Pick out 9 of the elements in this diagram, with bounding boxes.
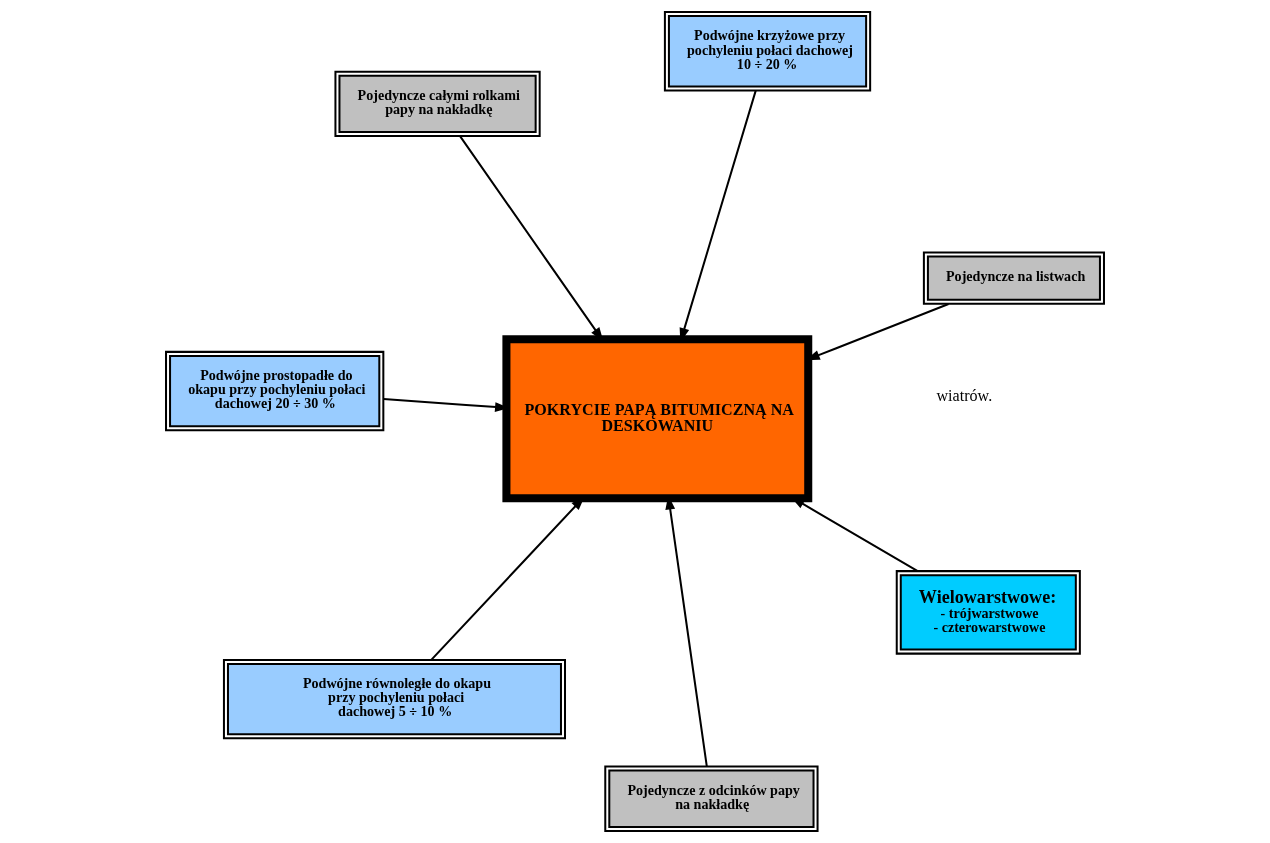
node-box: Wielowarstwowe: - trójwarstwowe - czterowarstwowe (895, 570, 1081, 655)
node-box: Pojedyncze całymi rolkami papy na nakładkę (334, 70, 541, 138)
node-box: Podwójne prostopadłe do okapu przy pochyleniu połaci dachowej 20 ÷ 30 % (165, 350, 385, 432)
node-box: Podwójne krzyżowe przy pochyleniu połaci dachowej 10 ÷ 20 % (663, 11, 872, 92)
node-box: POKRYCIE PAPĄ BITUMICZNĄ NA DESKOWANIU (502, 335, 813, 503)
node-box: Pojedyncze z odcinków papy na nakładkę (604, 765, 819, 832)
node-box: Pojedyncze na listwach (922, 251, 1105, 305)
node-box: Podwójne równoległe do okapu przy pochyleniu połaci dachowej 5 ÷ 10 % (222, 658, 566, 740)
label: wiatrów. (936, 387, 993, 405)
